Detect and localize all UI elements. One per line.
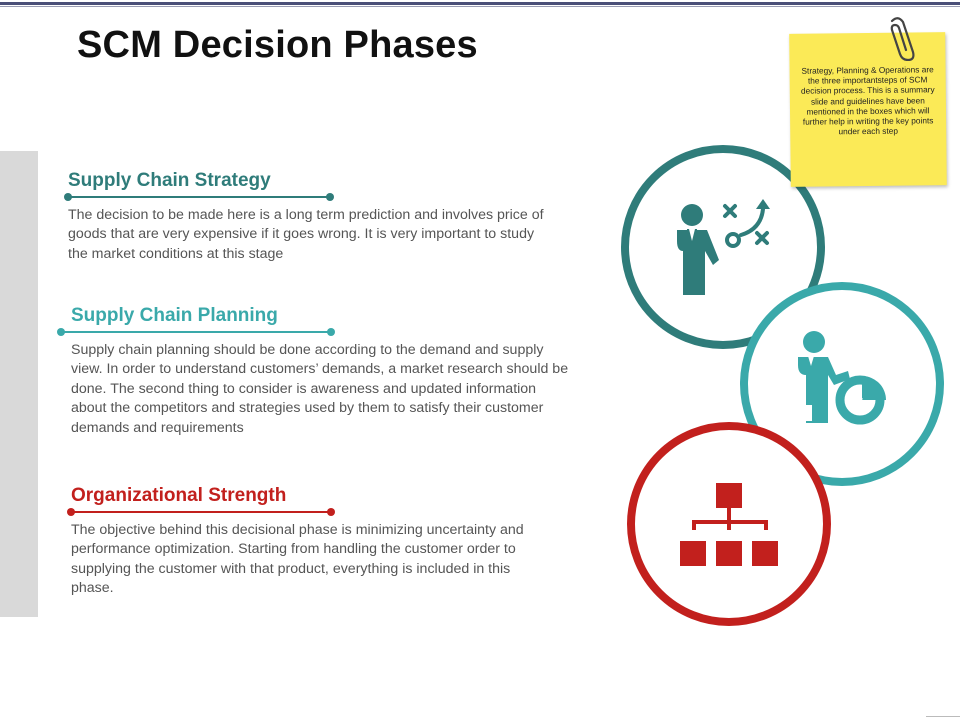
- strength-circle: [627, 422, 831, 626]
- section-body: The decision to be made here is a long t…: [68, 207, 544, 262]
- divider-dot: [67, 508, 75, 516]
- sticky-note-text: Strategy, Planning & Operations are the …: [800, 64, 935, 137]
- page-title: SCM Decision Phases: [77, 24, 478, 66]
- section-supply-chain-strategy: Supply Chain Strategy The decision to be…: [64, 170, 548, 264]
- section-divider: [67, 508, 335, 516]
- divider-dot: [64, 193, 72, 201]
- section-body: The objective behind this decisional pha…: [71, 522, 524, 597]
- section-heading: Organizational Strength: [71, 485, 287, 506]
- top-border: [0, 0, 960, 8]
- divider-dot: [57, 328, 65, 336]
- section-divider: [57, 328, 335, 336]
- section-organizational-strength: Organizational Strength The objective be…: [67, 485, 551, 599]
- org-chart-icon: [680, 483, 778, 566]
- section-heading: Supply Chain Strategy: [68, 170, 271, 191]
- strategy-person-icon: [677, 199, 770, 295]
- section-body: Supply chain planning should be done acc…: [71, 342, 569, 436]
- divider-dot: [327, 328, 335, 336]
- paperclip-icon: [890, 17, 915, 61]
- section-divider: [64, 193, 334, 201]
- divider-dot: [327, 508, 335, 516]
- sticky-note: Strategy, Planning & Operations are the …: [789, 32, 947, 187]
- section-heading: Supply Chain Planning: [71, 305, 278, 326]
- section-supply-chain-planning: Supply Chain Planning Supply chain plann…: [57, 305, 571, 438]
- divider-dot: [326, 193, 334, 201]
- top-border-thin-line: [0, 6, 960, 7]
- left-gray-bar: [0, 151, 38, 617]
- corner-line: [926, 716, 960, 717]
- top-border-line: [0, 2, 960, 5]
- person-pie-chart-icon: [798, 331, 886, 425]
